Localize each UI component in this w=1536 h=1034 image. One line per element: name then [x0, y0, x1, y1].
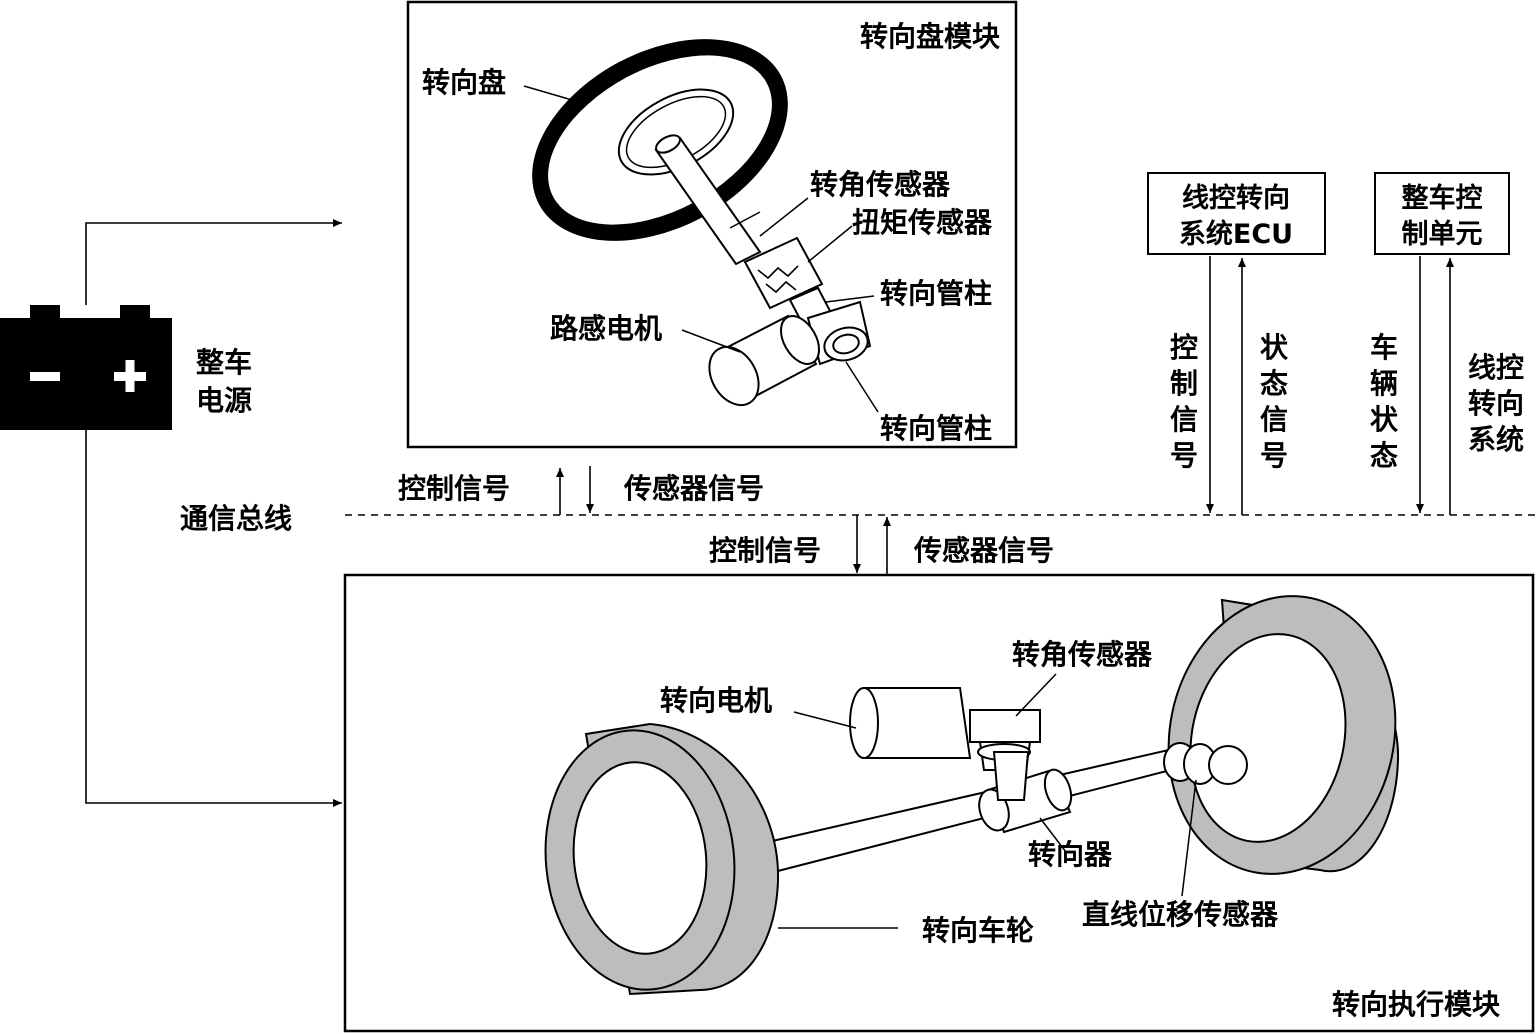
svg-text:车: 车: [1370, 331, 1398, 364]
road-feel-motor-label: 路感电机: [550, 312, 662, 345]
battery-minus-icon: [30, 372, 60, 381]
road-feel-motor-icon: [708, 314, 820, 407]
vcu-signal-arrows: [1416, 256, 1454, 515]
actuator-leaders: [778, 673, 1197, 929]
ball-joint-icon: [1163, 742, 1248, 785]
power-label-line1: 整车: [196, 346, 252, 379]
steering-column-icon: [788, 286, 872, 366]
svg-text:号: 号: [1170, 439, 1198, 472]
lower-control-signal-label: 控制信号: [709, 534, 821, 567]
steering-gear-label: 转向器: [1028, 838, 1113, 871]
lower-sensor-signal-label: 传感器信号: [913, 534, 1054, 567]
svg-text:制: 制: [1170, 367, 1198, 400]
svg-text:号: 号: [1260, 439, 1288, 472]
torque-sensor-icon: [743, 236, 824, 310]
ecu-title-line2: 系统ECU: [1179, 218, 1293, 250]
svg-text:辆: 辆: [1370, 367, 1398, 400]
steering-column-lower-label: 转向管柱: [880, 412, 992, 445]
ecu-box: 线控转向 系统ECU: [1147, 172, 1326, 255]
left-wheel-icon: [544, 722, 780, 996]
vcu-title-line2: 制单元: [1402, 219, 1483, 250]
svg-text:状: 状: [1370, 403, 1399, 436]
steering-motor-icon: [849, 687, 1041, 801]
vcu-vehicle-state-label: 车 辆 状 态: [1370, 331, 1399, 472]
vcu-title-line1: 整车控: [1402, 182, 1483, 214]
steering-wheel-module-title: 转向盘模块: [860, 20, 1000, 53]
steering-module-leaders: [523, 85, 879, 413]
actuator-module-title: 转向执行模块: [1332, 988, 1500, 1021]
steering-actuator-module: 转向执行模块: [343, 573, 1535, 1033]
power-wires: [85, 219, 342, 807]
ecu-title-line1: 线控转向: [1182, 182, 1290, 214]
vcu-sbw-system-label: 线控 转向 系统: [1468, 351, 1524, 456]
ecu-signal-arrows: [1206, 256, 1246, 515]
svg-text:信: 信: [1170, 403, 1198, 436]
lower-signal-arrows: [853, 515, 891, 575]
torque-sensor-label: 扭矩传感器: [852, 206, 993, 239]
svg-text:状: 状: [1260, 331, 1289, 364]
steering-motor-label: 转向电机: [660, 684, 772, 717]
battery-icon: [0, 305, 172, 430]
svg-text:控: 控: [1170, 331, 1198, 364]
steering-wheel-label: 转向盘: [422, 66, 506, 99]
bus-label: 通信总线: [180, 502, 292, 535]
svg-text:线控: 线控: [1468, 351, 1524, 384]
vcu-box: 整车控 制单元: [1374, 172, 1510, 255]
power-label-line2: 电源: [196, 384, 252, 417]
linear-displacement-sensor-label: 直线位移传感器: [1082, 898, 1279, 931]
actuator-angle-sensor-label: 转角传感器: [1012, 638, 1153, 671]
upper-control-signal-label: 控制信号: [398, 472, 510, 505]
ecu-status-signal-label: 状 态 信 号: [1260, 331, 1289, 472]
right-wheel-icon: [1167, 595, 1400, 875]
svg-text:态: 态: [1370, 439, 1398, 472]
upper-signal-arrows: [556, 466, 594, 515]
steering-wheel-module: 转向盘模块: [406, 0, 1018, 449]
svg-text:系统: 系统: [1468, 423, 1524, 456]
steering-wheel-tire-label: 转向车轮: [922, 914, 1034, 947]
svg-text:转向: 转向: [1468, 387, 1524, 420]
upper-sensor-signal-label: 传感器信号: [623, 472, 764, 505]
svg-text:信: 信: [1260, 403, 1288, 436]
ecu-control-signal-label: 控 制 信 号: [1170, 331, 1198, 472]
steering-column-upper-label: 转向管柱: [880, 277, 992, 310]
svg-text:态: 态: [1260, 367, 1288, 400]
angle-sensor-label: 转角传感器: [810, 168, 951, 201]
steering-shaft: [654, 134, 762, 266]
